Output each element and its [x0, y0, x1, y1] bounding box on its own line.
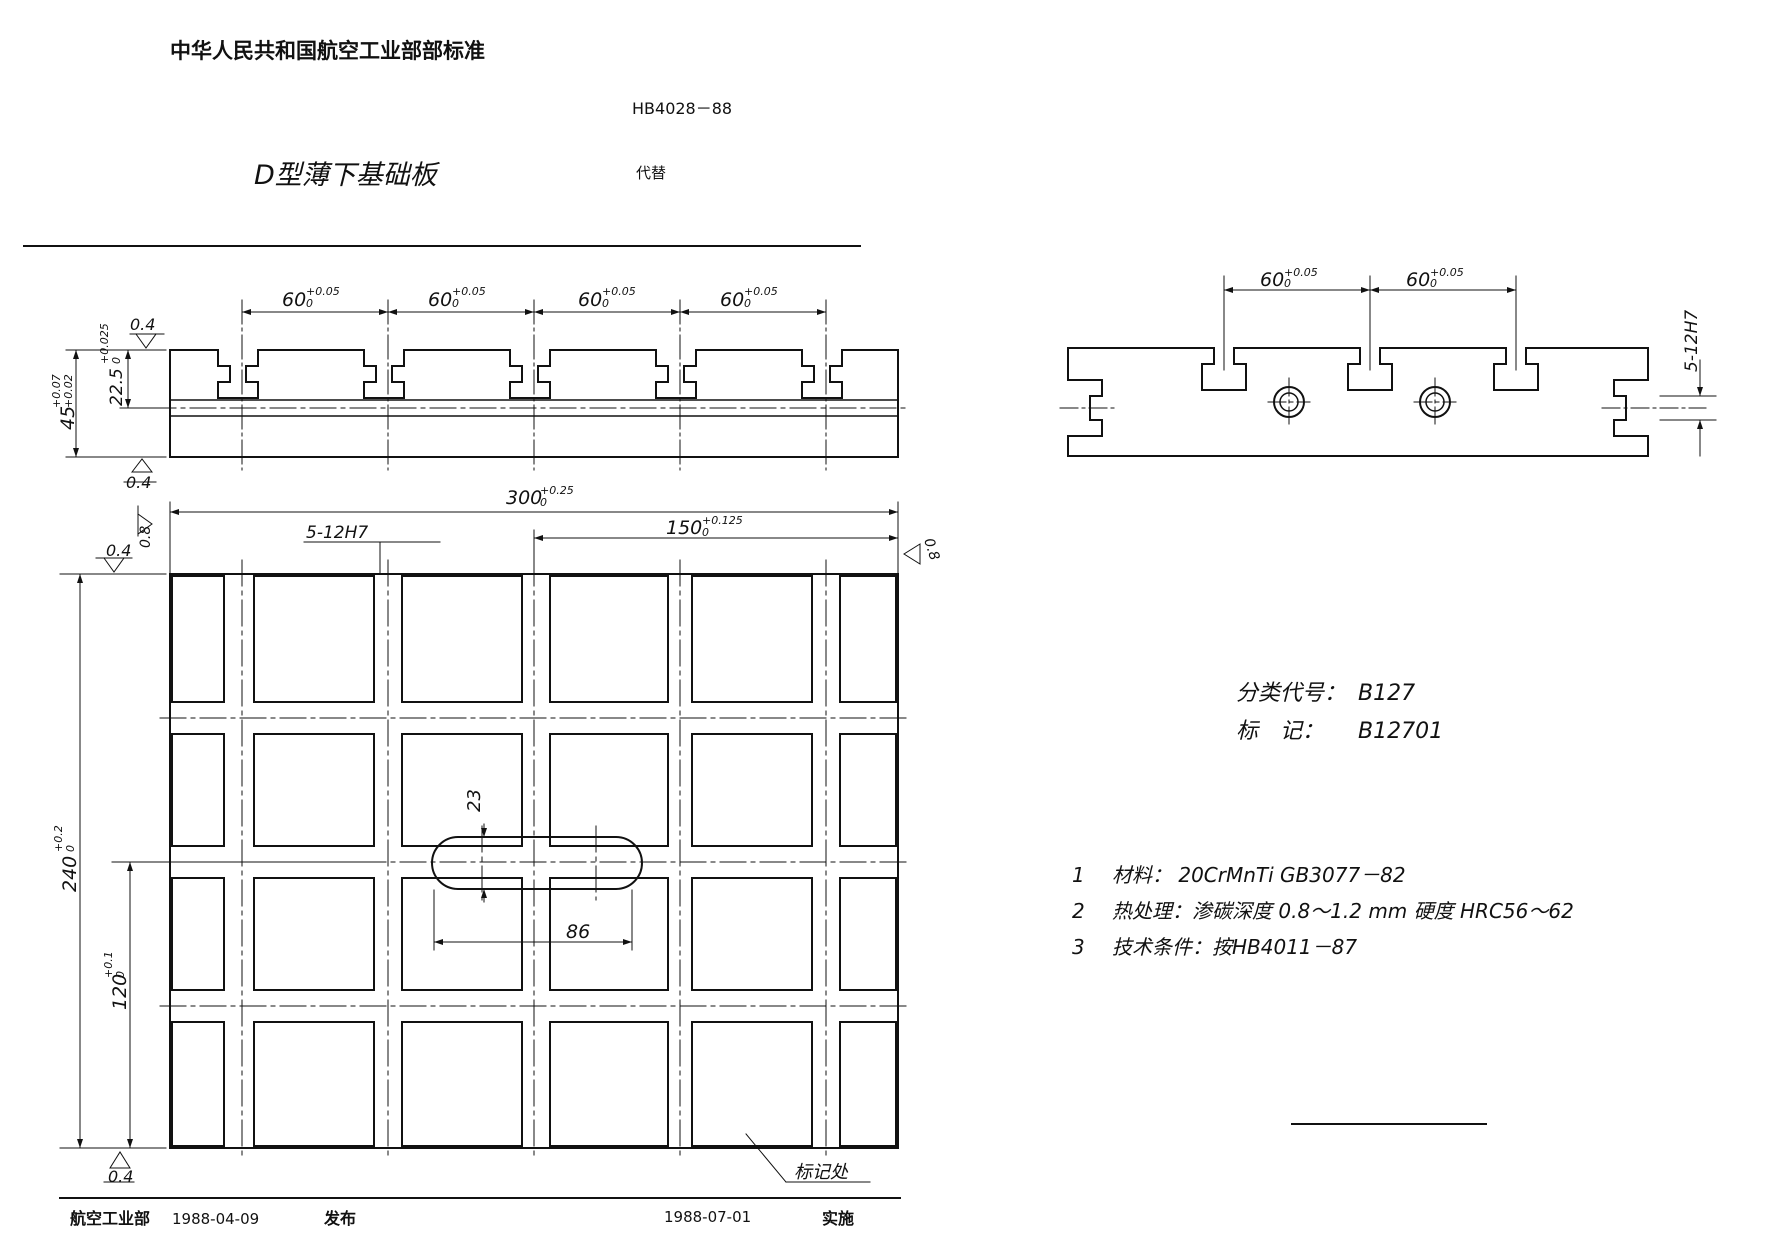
svg-text:0: 0: [452, 297, 459, 310]
standard-number: HB4028－88: [632, 99, 732, 118]
technical-notes: 1 材料： 20CrMnTi GB3077－82 2 热处理：渗碳深度 0.8～…: [1072, 863, 1574, 959]
issuer: 航空工业部: [70, 1209, 150, 1228]
svg-text:+0.1: +0.1: [102, 951, 115, 978]
drawing-title: D型薄下基础板: [254, 160, 441, 191]
svg-text:0: 0: [114, 971, 127, 978]
svg-text:0: 0: [306, 297, 313, 310]
classification-code-value: B127: [1358, 681, 1415, 706]
svg-text:+0.05: +0.05: [1284, 266, 1318, 279]
svg-text:0: 0: [602, 297, 609, 310]
roughness-bottom-left: 0.4: [108, 1167, 133, 1186]
svg-text:0: 0: [64, 845, 77, 852]
slot-width-label: 23: [464, 789, 485, 812]
svg-text:+0.05: +0.05: [602, 285, 636, 298]
svg-text:+0.05: +0.05: [306, 285, 340, 298]
plan-hole-spec: 5-12H7: [306, 523, 368, 543]
note-material: 材料： 20CrMnTi GB3077－82: [1112, 863, 1406, 887]
end-hole-spec: 5-12H7: [1682, 310, 1702, 372]
note-technical-conditions: 技术条件：按HB4011－87: [1112, 935, 1357, 959]
slot-depth-dimension: 22.5 +0.025 0: [98, 323, 127, 406]
plan-cells: [171, 575, 897, 1147]
svg-text:0: 0: [1284, 277, 1291, 290]
plan-dimension-labels: 300 +0.25 0 150 +0.125 0 5-12H7 0.4 0.8 …: [52, 484, 942, 1186]
end-pitch-label: 60: [1260, 269, 1284, 291]
half-width-label: 120: [109, 974, 131, 1010]
svg-text:+0.07: +0.07: [50, 374, 63, 408]
end-view: [1059, 275, 1717, 457]
slot-length-label: 86: [566, 921, 590, 943]
roughness-top: 0.4: [130, 315, 155, 334]
classification-mark-value: B12701: [1358, 719, 1443, 744]
pitch-label: 60: [428, 289, 452, 311]
roughness-bottom: 0.4: [126, 473, 151, 492]
roughness-corner: 0.8: [138, 526, 154, 548]
pitch-label: 60: [578, 289, 602, 311]
svg-text:0: 0: [540, 496, 547, 509]
classification-code-label: 分类代号：: [1236, 681, 1346, 706]
svg-text:+0.2: +0.2: [52, 825, 65, 852]
classification-block: 分类代号： B127 标 记： B12701: [1236, 681, 1443, 744]
height-dimension: 45 +0.07 +0.02: [50, 374, 79, 430]
note-heat-treatment: 热处理：渗碳深度 0.8～1.2 mm 硬度 HRC56～62: [1112, 899, 1574, 923]
marking-location-label: 标记处: [794, 1162, 849, 1183]
svg-text:45: 45: [57, 406, 79, 430]
roughness-right: 0.8: [920, 536, 942, 562]
effective-label: 实施: [822, 1209, 854, 1228]
note-number: 2: [1072, 899, 1085, 923]
svg-text:+0.05: +0.05: [452, 285, 486, 298]
issue-label: 发布: [323, 1209, 356, 1228]
section-pitch-labels: 60 +0.05 0 60 +0.05 0 60 +0.05 0 60 +0.0…: [282, 285, 778, 311]
roughness-top-left: 0.4: [106, 541, 131, 560]
pitch-label: 60: [282, 289, 306, 311]
svg-text:+0.05: +0.05: [744, 285, 778, 298]
svg-text:+0.05: +0.05: [1430, 266, 1464, 279]
width-label: 240: [59, 856, 81, 892]
plan-centerlines: [159, 559, 911, 1161]
half-length-label: 150: [666, 517, 702, 539]
note-number: 1: [1072, 863, 1085, 887]
classification-mark-label: 标 记：: [1236, 719, 1324, 744]
svg-text:+0.25: +0.25: [540, 484, 574, 497]
plan-view: [59, 501, 921, 1183]
svg-text:0: 0: [110, 357, 123, 364]
svg-text:+0.125: +0.125: [702, 514, 743, 527]
section-view: [65, 299, 911, 483]
note-number: 3: [1072, 935, 1085, 959]
standard-authority: 中华人民共和国航空工业部部标准: [170, 39, 485, 63]
length-label: 300: [506, 487, 542, 509]
svg-text:0: 0: [744, 297, 751, 310]
svg-text:0: 0: [1430, 277, 1437, 290]
effective-date: 1988-07-01: [664, 1208, 751, 1226]
issue-date: 1988-04-09: [172, 1210, 259, 1228]
end-pitch-label: 60: [1406, 269, 1430, 291]
svg-text:0: 0: [702, 526, 709, 539]
svg-text:22.5: 22.5: [107, 368, 127, 406]
replaces-label: 代替: [636, 164, 666, 182]
svg-text:+0.025: +0.025: [98, 323, 111, 364]
pitch-label: 60: [720, 289, 744, 311]
svg-text:+0.02: +0.02: [62, 374, 75, 408]
